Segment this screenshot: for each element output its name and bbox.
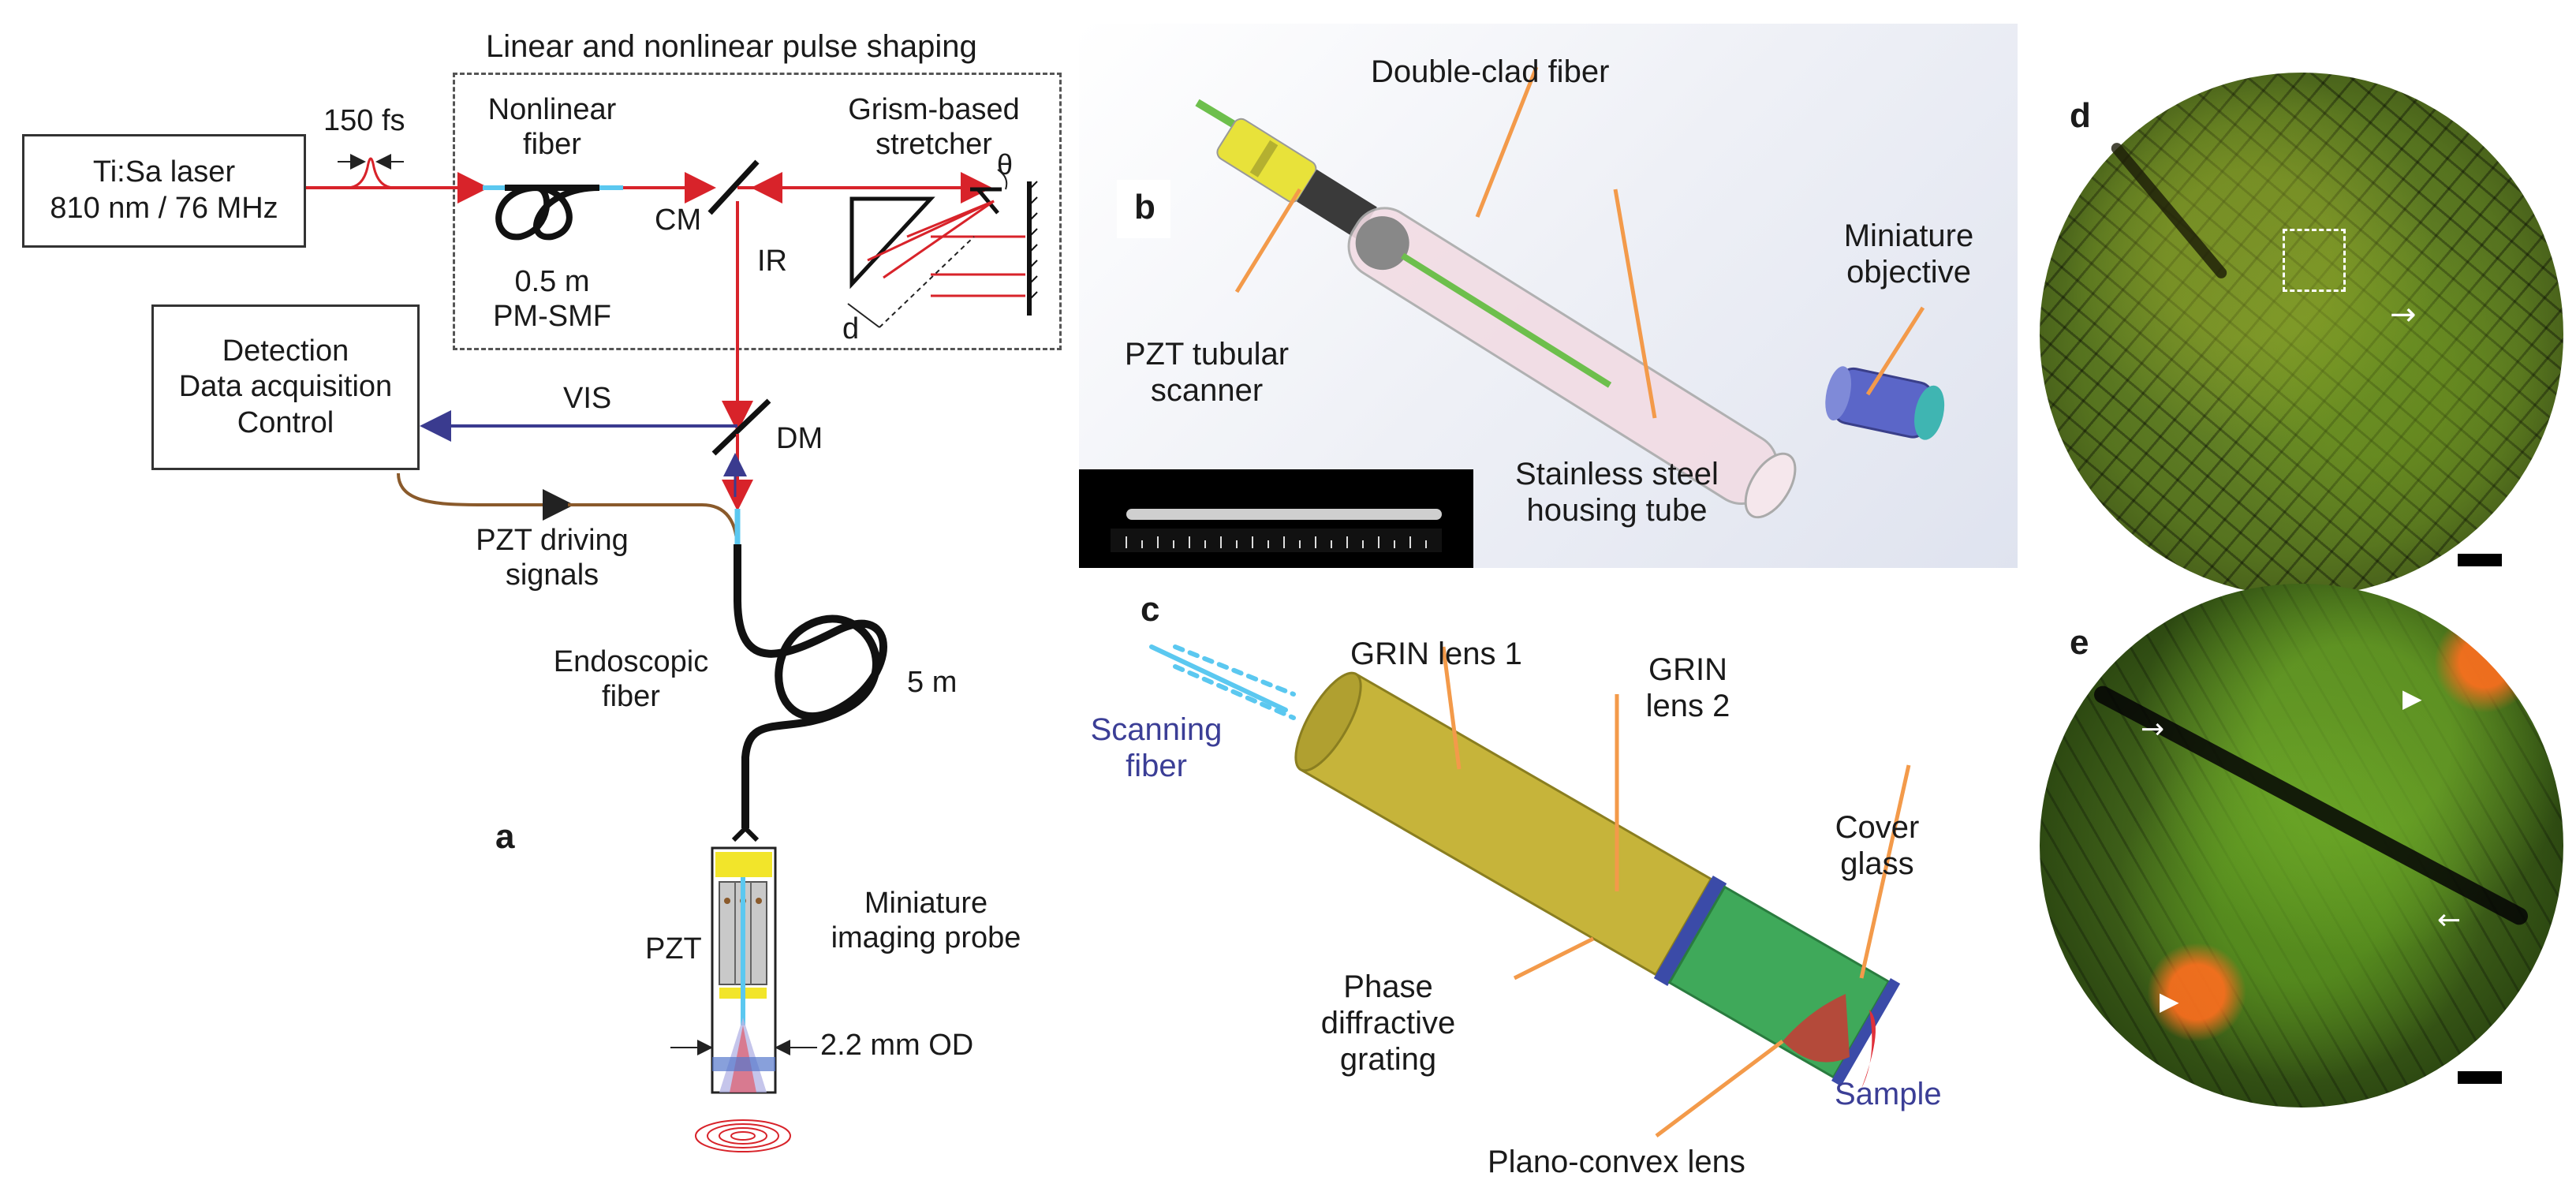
detection-line1: Detection xyxy=(222,334,349,368)
pzt-scanner-l1: PZT tubular xyxy=(1124,337,1290,372)
endoscopic-l1: Endoscopic xyxy=(553,645,709,678)
sample-label: Sample xyxy=(1835,1077,1942,1111)
laser-spec: 810 nm / 76 MHz xyxy=(50,192,278,225)
grating-label: Phase diffractive grating xyxy=(1294,969,1483,1078)
panel-e-letter: e xyxy=(2070,623,2089,662)
pulse-shaping-box xyxy=(453,73,1062,350)
pulse-width-label: 150 fs xyxy=(323,104,405,137)
housing-label: Stainless steel housing tube xyxy=(1491,456,1743,529)
endoscopic-l2: fiber xyxy=(602,679,660,713)
probe-label: Miniature imaging probe xyxy=(808,887,1044,955)
laser-name: Ti:Sa laser xyxy=(92,155,236,189)
ir-label: IR xyxy=(757,245,787,278)
panel-e-arrow-icon-1: → xyxy=(2141,713,2165,745)
nonlinear-fiber-l1: Nonlinear xyxy=(487,93,617,126)
objective-l2: objective xyxy=(1846,255,1971,289)
laser-box: Ti:Sa laser 810 nm / 76 MHz xyxy=(22,134,306,248)
panel-c-letter: c xyxy=(1141,590,1160,629)
planoconvex-label: Plano-convex lens xyxy=(1488,1145,1745,1179)
pzt-label: PZT xyxy=(645,932,702,966)
panel-b-letter-bg xyxy=(1117,180,1170,238)
fiber-length-label: 5 m xyxy=(907,666,958,699)
housing-l2: housing tube xyxy=(1526,493,1708,528)
panel-c-optics xyxy=(1149,644,1911,1137)
panel-d-selection-box xyxy=(2283,229,2346,292)
panel-e-arrowhead-icon-2: ▶ xyxy=(2160,986,2179,1016)
objective-label: Miniature objective xyxy=(1814,218,2003,290)
panel-d-scale-bar xyxy=(2458,554,2502,566)
pzt-signals-label: PZT driving signals xyxy=(442,524,663,592)
grating-l1: Phase xyxy=(1343,969,1433,1004)
cm-label: CM xyxy=(655,204,702,237)
pulse-shaping-title: Linear and nonlinear pulse shaping xyxy=(486,29,977,64)
panel-e-arrowhead-icon-1: ▶ xyxy=(2402,683,2422,713)
nonlinear-fiber-l2: fiber xyxy=(523,127,581,161)
probe-l2: imaging probe xyxy=(831,921,1021,954)
grin2-l2: lens 2 xyxy=(1645,689,1730,723)
od-label: 2.2 mm OD xyxy=(820,1029,974,1062)
dm-label: DM xyxy=(776,422,823,455)
panel-e-scale-bar xyxy=(2458,1071,2502,1084)
d-label: d xyxy=(842,312,860,346)
pzt-signals-l1: PZT driving xyxy=(476,524,629,557)
panel-e-image xyxy=(2040,584,2563,1107)
panel-d-arrow-icon: → xyxy=(2390,297,2417,333)
pzt-scanner-l2: scanner xyxy=(1150,373,1264,408)
grin2-l1: GRIN xyxy=(1648,652,1727,687)
panel-a-optics xyxy=(306,154,1038,1152)
panel-e-arrow-icon-2: ← xyxy=(2437,904,2462,936)
nonlinear-fiber-label: Nonlinear fiber xyxy=(473,93,631,162)
scanning-fiber-label: Scanning fiber xyxy=(1062,712,1251,784)
endoscopic-fiber-label: Endoscopic fiber xyxy=(536,645,726,714)
panel-a-letter: a xyxy=(495,817,515,856)
grating-l2: diffractive xyxy=(1320,1006,1456,1040)
detection-line3: Control xyxy=(237,405,334,439)
stretcher-label: Grism-based stretcher xyxy=(831,93,1036,162)
pzt-signals-l2: signals xyxy=(505,558,599,592)
scanning-l1: Scanning xyxy=(1090,712,1223,747)
housing-l1: Stainless steel xyxy=(1515,457,1719,491)
stretcher-l2: stretcher xyxy=(875,127,992,161)
detection-box: Detection Data acquisition Control xyxy=(151,304,420,470)
stretcher-l1: Grism-based xyxy=(848,93,1020,126)
grin1-label: GRIN lens 1 xyxy=(1350,637,1522,671)
vis-label: VIS xyxy=(563,382,612,415)
grin2-label: GRIN lens 2 xyxy=(1633,652,1743,724)
panel-b-letter: b xyxy=(1134,188,1155,226)
pzt-scanner-label: PZT tubular scanner xyxy=(1096,336,1317,409)
cover-l1: Cover xyxy=(1835,810,1920,845)
cover-l2: glass xyxy=(1840,846,1914,881)
detection-line2: Data acquisition xyxy=(178,370,393,404)
theta-label: θ xyxy=(997,148,1014,181)
cover-glass-label: Cover glass xyxy=(1822,809,1932,882)
fiber-spec-label: 0.5 m PM-SMF xyxy=(473,265,631,334)
probe-l1: Miniature xyxy=(864,887,988,920)
fiber-spec-l1: 0.5 m xyxy=(514,265,590,298)
fiber-spec-l2: PM-SMF xyxy=(493,299,611,333)
panel-b-probe-drawing xyxy=(1079,66,1945,568)
scanning-l2: fiber xyxy=(1126,749,1187,783)
double-clad-label: Double-clad fiber xyxy=(1371,54,1610,89)
objective-l1: Miniature xyxy=(1843,219,1974,253)
grating-l3: grating xyxy=(1339,1042,1437,1077)
panel-d-letter: d xyxy=(2070,96,2091,135)
